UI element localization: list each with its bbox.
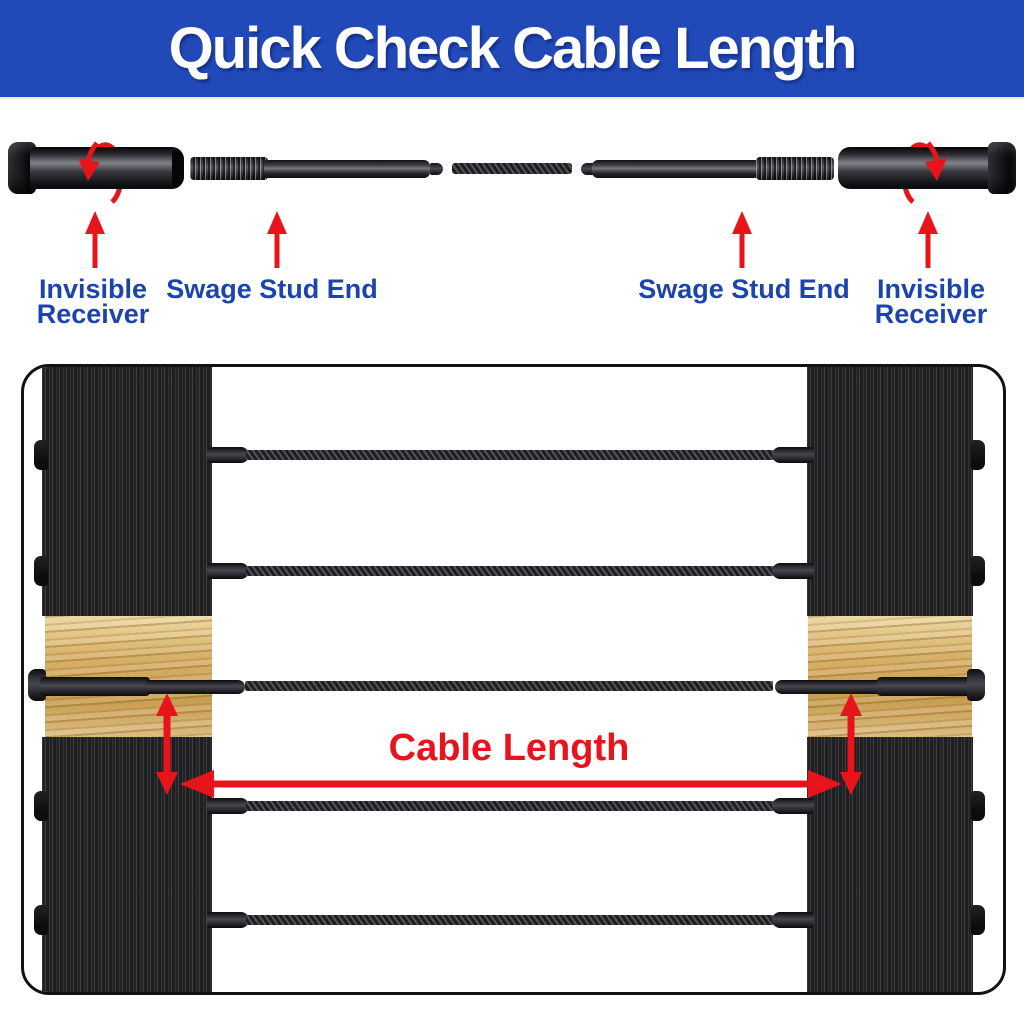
rotation-arrowhead-icon bbox=[925, 158, 947, 181]
right-post-upper bbox=[807, 367, 973, 616]
label-right-swage-stud-end: Swage Stud End bbox=[638, 274, 850, 304]
up-arrow-icon bbox=[918, 211, 938, 268]
cable-fitting bbox=[772, 563, 814, 579]
railing-cable bbox=[246, 915, 774, 925]
cable-fitting bbox=[772, 912, 814, 928]
header-banner: Quick Check Cable Length bbox=[0, 0, 1024, 99]
cable-fitting bbox=[207, 912, 249, 928]
right-receiver-flange bbox=[988, 142, 1016, 194]
cable-length-label: Cable Length bbox=[388, 727, 630, 769]
right-invisible-receiver bbox=[838, 147, 992, 189]
invisible-receiver-sleeve bbox=[146, 680, 245, 694]
cable-fitting bbox=[207, 563, 249, 579]
horizontal-dimension-arrow-icon bbox=[180, 770, 842, 798]
page-title: Quick Check Cable Length bbox=[168, 16, 858, 81]
hardware-diagram: Invisible Receiver Swage Stud End Swage … bbox=[0, 0, 1024, 350]
left-invisible-receiver bbox=[30, 147, 184, 189]
cable-fitting bbox=[207, 798, 249, 814]
right-swage-stud bbox=[592, 160, 758, 178]
railing-cable bbox=[246, 801, 774, 811]
left-receiver-socket bbox=[172, 150, 184, 186]
invisible-receiver-body bbox=[40, 677, 150, 696]
receiver-end-knob bbox=[34, 905, 48, 935]
invisible-receiver-sleeve bbox=[775, 680, 881, 694]
receiver-flange-cap bbox=[967, 669, 985, 701]
receiver-end-knob bbox=[971, 440, 985, 470]
right-stud-threads bbox=[756, 157, 834, 180]
annotation-arrow-layer bbox=[78, 141, 947, 268]
label-right-invisible-receiver: Invisible Receiver bbox=[874, 274, 988, 329]
left-post-lower bbox=[42, 737, 212, 992]
receiver-end-knob bbox=[34, 556, 48, 586]
up-arrow-icon bbox=[732, 211, 752, 268]
invisible-receiver-body bbox=[877, 677, 973, 696]
receiver-end-knob bbox=[971, 556, 985, 586]
vertical-dimension-arrow-icon bbox=[840, 693, 862, 795]
left-post-upper bbox=[42, 367, 212, 616]
left-stud-tip bbox=[430, 163, 443, 175]
rotation-arrowhead-icon bbox=[78, 158, 100, 181]
left-swage-stud bbox=[264, 160, 430, 178]
railing-cable bbox=[246, 566, 774, 576]
railing-illustration-box: Cable Length bbox=[21, 364, 1006, 995]
receiver-end-knob bbox=[971, 905, 985, 935]
right-post-lower bbox=[807, 737, 973, 992]
cable-fitting bbox=[772, 798, 814, 814]
receiver-end-knob bbox=[34, 440, 48, 470]
cable-fitting bbox=[772, 447, 814, 463]
left-wood-rail bbox=[45, 616, 212, 737]
right-stud-tip bbox=[581, 163, 594, 175]
cable-fitting bbox=[207, 447, 249, 463]
receiver-end-knob bbox=[34, 791, 48, 821]
dimension-arrow-layer bbox=[156, 693, 862, 798]
right-wood-rail bbox=[808, 616, 972, 737]
cable-segment bbox=[452, 163, 572, 174]
up-arrow-icon bbox=[267, 211, 287, 268]
vertical-dimension-arrow-icon bbox=[156, 693, 178, 795]
label-left-invisible-receiver: Invisible Receiver bbox=[36, 274, 150, 329]
railing-cable bbox=[245, 681, 773, 691]
railing-cable bbox=[246, 450, 774, 460]
label-left-swage-stud-end: Swage Stud End bbox=[166, 274, 378, 304]
left-stud-threads bbox=[190, 157, 268, 180]
receiver-end-knob bbox=[971, 791, 985, 821]
up-arrow-icon bbox=[85, 211, 105, 268]
